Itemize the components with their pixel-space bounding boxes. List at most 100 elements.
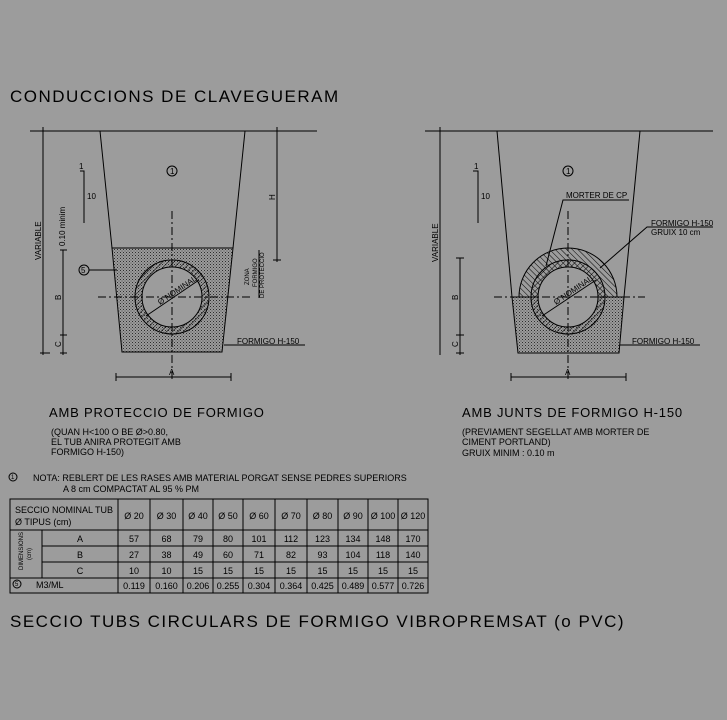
note-mark-circle xyxy=(8,472,18,482)
table-row-label: B xyxy=(77,550,83,560)
footer-title: SECCIO TUBS CIRCULARS DE FORMIGO VIBROPR… xyxy=(10,612,625,631)
right-note-line: GRUIX MINIM : 0.10 m xyxy=(462,448,555,458)
variable-label: VARIABLE xyxy=(431,223,440,262)
table-cell: 15 xyxy=(286,566,296,576)
table-volume-cell: 0.119 xyxy=(123,581,145,591)
table-cell: 38 xyxy=(161,550,171,560)
slope-10: 10 xyxy=(481,192,490,201)
table-cell: 80 xyxy=(223,534,233,544)
table-column-header: Ø 100 xyxy=(371,511,396,521)
table-column-header: Ø 80 xyxy=(313,511,333,521)
table-cell: 15 xyxy=(317,566,327,576)
table-row-label: C xyxy=(77,566,84,576)
min-label: 0.10 minim xyxy=(58,207,67,246)
pipe-dimensions-table: SECCIO NOMINAL TUB Ø TIPUS (cm) DIMENSIO… xyxy=(9,498,429,594)
b-label: B xyxy=(54,295,63,300)
general-note: 1 NOTA: REBLERT DE LES RASES AMB MATERIA… xyxy=(8,472,407,494)
table-cell: 60 xyxy=(223,550,233,560)
a-label: A xyxy=(169,368,175,377)
zone-label-1: ZONA xyxy=(245,268,251,285)
table-cell: 140 xyxy=(405,550,420,560)
note-line-1: NOTA: REBLERT DE LES RASES AMB MATERIAL … xyxy=(33,473,407,483)
joint-label-2: GRUIX 10 cm xyxy=(651,228,701,237)
table-cell: 101 xyxy=(251,534,266,544)
table-cell: 71 xyxy=(254,550,264,560)
table-header-1: SECCIO NOMINAL TUB xyxy=(15,505,113,515)
table-column-header: Ø 90 xyxy=(343,511,363,521)
zone-label-3: DE PROTECCIO xyxy=(260,252,266,298)
slope-1: 1 xyxy=(79,162,84,171)
table-volume-cell: 0.489 xyxy=(342,581,365,591)
table-cell: 49 xyxy=(193,550,203,560)
a-label: A xyxy=(565,368,571,377)
slope-marker xyxy=(473,170,479,223)
fill-mark: 1 xyxy=(566,167,571,176)
table-column-header: Ø 70 xyxy=(281,511,301,521)
slope-marker xyxy=(80,170,85,223)
left-detail: Ø NOMINAL VARIABLE B C 0.10 minim 1 10 1… xyxy=(30,127,317,457)
c-label: C xyxy=(451,341,460,347)
joint-label-1: FORMIGO H-150 xyxy=(651,219,714,228)
table-cell: 82 xyxy=(286,550,296,560)
table-cell: 15 xyxy=(254,566,264,576)
table-cell: 10 xyxy=(129,566,139,576)
table-cell: 15 xyxy=(223,566,233,576)
trench-wall-right xyxy=(623,130,641,298)
fill-mark: 1 xyxy=(170,167,175,176)
table-column-header: Ø 40 xyxy=(188,511,208,521)
table-column-header: Ø 30 xyxy=(157,511,177,521)
c-label: C xyxy=(54,341,63,347)
dimensions-group-label: DIMENSIONS xyxy=(19,532,25,570)
table-column-header: Ø 60 xyxy=(249,511,269,521)
table-volume-cell: 0.425 xyxy=(311,581,334,591)
concrete-label: FORMIGO H-150 xyxy=(237,337,300,346)
zone-label-2: FORMIGO xyxy=(253,258,259,287)
table-cell: 15 xyxy=(193,566,203,576)
variable-label: VARIABLE xyxy=(34,221,43,260)
leader-line xyxy=(599,226,713,269)
table-cell: 134 xyxy=(345,534,360,544)
table-volume-cell: 0.726 xyxy=(402,581,425,591)
table-cell: 93 xyxy=(317,550,327,560)
note-line-2: A 8 cm COMPACTAT AL 95 % PM xyxy=(63,484,199,494)
slope-10: 10 xyxy=(87,192,96,201)
table-volume-cell: 0.160 xyxy=(155,581,178,591)
left-note-line: (QUAN H<100 O BE Ø>0.80, xyxy=(51,427,168,437)
table-column-header: Ø 50 xyxy=(218,511,238,521)
table-cell: 148 xyxy=(375,534,390,544)
dimensions-group-unit: (cm) xyxy=(27,548,33,560)
table-cell: 15 xyxy=(408,566,418,576)
table-volume-cell: 0.304 xyxy=(248,581,271,591)
table-column-header: Ø 20 xyxy=(124,511,144,521)
mortar-label: MORTER DE CP xyxy=(566,191,627,200)
table-cell: 79 xyxy=(193,534,203,544)
table-row-label: A xyxy=(77,534,83,544)
table-cell: 104 xyxy=(345,550,360,560)
concrete-mark: 5 xyxy=(81,266,86,275)
left-note-line: EL TUB ANIRA PROTEGIT AMB xyxy=(51,437,181,447)
table-cell: 123 xyxy=(315,534,330,544)
table-volume-cell: 0.206 xyxy=(187,581,210,591)
table-cell: 10 xyxy=(161,566,171,576)
table-cell: 170 xyxy=(405,534,420,544)
page-title: CONDUCCIONS DE CLAVEGUERAM xyxy=(10,87,340,106)
table-header-2: Ø TIPUS (cm) xyxy=(15,517,71,527)
diameter-line xyxy=(541,279,597,317)
volume-label: M3/ML xyxy=(36,580,64,590)
right-note-line: (PREVIAMENT SEGELLAT AMB MORTER DE xyxy=(462,427,649,437)
right-detail: Ø NOMINAL VARIABLE B C 1 10 1 MORTER DE … xyxy=(425,127,714,458)
fill-mark-circle xyxy=(166,165,178,177)
table-cell: 15 xyxy=(378,566,388,576)
concrete-label: FORMIGO H-150 xyxy=(632,337,695,346)
leader-line xyxy=(545,199,629,267)
volume-mark-circle xyxy=(12,579,22,589)
fill-mark-circle xyxy=(562,165,574,177)
table-cell: 68 xyxy=(161,534,171,544)
table-cell: 112 xyxy=(284,534,298,544)
table-volume-cell: 0.255 xyxy=(217,581,240,591)
table-cell: 57 xyxy=(129,534,139,544)
slope-1: 1 xyxy=(474,162,479,171)
volume-mark: 5 xyxy=(15,582,19,588)
left-heading: AMB PROTECCIO DE FORMIGO xyxy=(49,405,265,420)
